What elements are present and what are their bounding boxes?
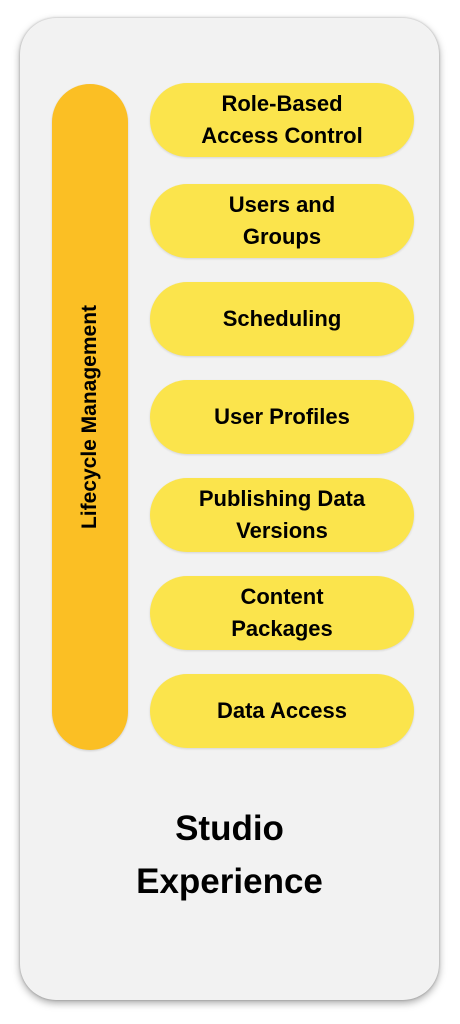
lifecycle-management-bar bbox=[52, 84, 128, 750]
capability-scheduling: Scheduling bbox=[150, 282, 414, 356]
capability-users-and-groups: Users and Groups bbox=[150, 184, 414, 258]
lifecycle-management-label-wrap: Lifecycle Management bbox=[52, 84, 128, 750]
capability-role-based-access-control: Role-Based Access Control bbox=[150, 83, 414, 157]
lifecycle-management-label: Lifecycle Management bbox=[78, 304, 101, 530]
panel-title: Studio Experience bbox=[136, 809, 323, 901]
capability-data-access: Data Access bbox=[150, 674, 414, 748]
capability-publishing-data-versions: Publishing Data Versions bbox=[150, 478, 414, 552]
capability-user-profiles: User Profiles bbox=[150, 380, 414, 454]
capability-content-packages: Content Packages bbox=[150, 576, 414, 650]
